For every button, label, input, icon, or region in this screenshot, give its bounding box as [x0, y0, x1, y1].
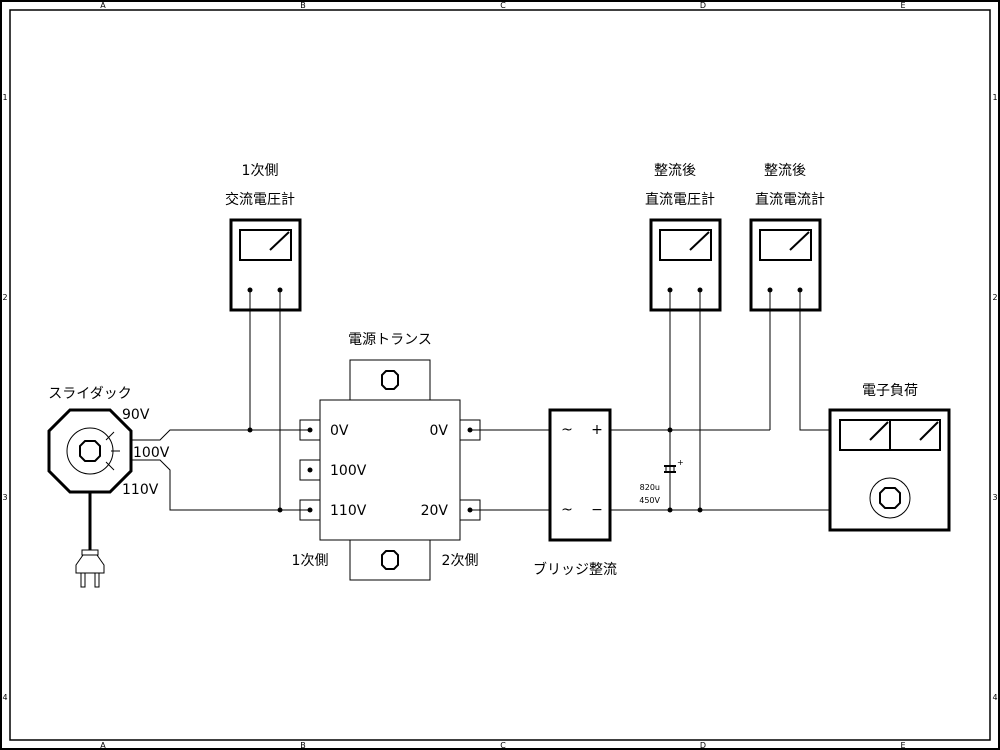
- inner-frame: [9, 9, 991, 741]
- slidac-dial-ring: [66, 427, 114, 475]
- terminal-dot: [307, 427, 313, 433]
- grid-labels-bottom: A B C D E: [100, 741, 905, 750]
- grid-col-a-bottom: A: [100, 741, 106, 750]
- bridge-ac-symbol-upper: ~: [561, 422, 573, 438]
- grid-row-4-right: 4: [992, 693, 997, 702]
- slidac-wiring: [131, 427, 310, 513]
- grid-col-b-bottom: B: [300, 741, 306, 750]
- grid-labels-left: 1 2 3 4: [2, 93, 7, 702]
- terminal-primary-110v: [299, 499, 321, 521]
- meter-lead: [799, 290, 830, 431]
- meter-display: [239, 229, 292, 261]
- primary-meter-label-2: 交流電圧計: [225, 191, 295, 208]
- meter-needle-icon: [689, 231, 710, 251]
- power-plug-icon: [75, 549, 105, 588]
- primary-ac-voltmeter: 1次側 交流電圧計: [225, 163, 302, 510]
- dc-ammeter: 整流後 直流電流計: [749, 163, 830, 431]
- grid-col-d-bottom: D: [700, 741, 706, 750]
- grid-col-a-top: A: [100, 1, 106, 10]
- slidac: スライダック 90V 100V 110V: [47, 386, 170, 588]
- meter-needle-icon: [789, 231, 810, 251]
- meter-display: [759, 229, 812, 261]
- junction-dot: [667, 507, 673, 513]
- load-dial-ring: [869, 477, 911, 519]
- bridge-rectifier: ~ ~ + − ブリッジ整流: [533, 408, 617, 578]
- grid-labels-right: 1 2 3 4: [992, 93, 997, 702]
- slidac-body: [47, 408, 133, 494]
- mount-hole-icon: [381, 370, 399, 390]
- grid-row-3-right: 3: [992, 493, 997, 502]
- load-needle-icon: [919, 421, 939, 441]
- bridge-plus-symbol: +: [591, 422, 603, 438]
- bridge-body: [548, 408, 612, 542]
- grid-row-2-right: 2: [992, 293, 997, 302]
- transformer-mount-top: [349, 359, 431, 401]
- slidac-tap-100v: 100V: [133, 445, 170, 461]
- tap-label-primary-0v: 0V: [330, 423, 349, 439]
- electronic-load-title: 電子負荷: [862, 383, 918, 399]
- wire-slidac-upper: [131, 429, 250, 441]
- terminal-dot: [307, 467, 313, 473]
- meter-display: [659, 229, 712, 261]
- capacitor-voltage: 450V: [639, 496, 660, 505]
- grid-col-b-top: B: [300, 1, 306, 10]
- junction-dot: [697, 507, 703, 513]
- bridge-minus-symbol: −: [591, 502, 603, 518]
- dc-voltmeter: 整流後 直流電圧計: [645, 163, 722, 513]
- dc-voltmeter-label-1: 整流後: [654, 163, 696, 179]
- meter-body: [649, 218, 722, 312]
- grid-col-c-bottom: C: [500, 741, 506, 750]
- bridge-ac-symbol-lower: ~: [561, 502, 573, 518]
- mount-hole-icon: [381, 550, 399, 570]
- grid-col-e-bottom: E: [900, 741, 905, 750]
- primary-side-label: 1次側: [292, 553, 329, 569]
- slidac-tap-90v: 90V: [122, 407, 150, 423]
- primary-meter-label-1: 1次側: [242, 163, 279, 179]
- smoothing-capacitor: + 820u 450V: [639, 427, 684, 513]
- slidac-knob-icon: [79, 440, 101, 462]
- terminal-primary-100v: [299, 459, 321, 481]
- grid-row-1-right: 1: [992, 93, 997, 102]
- grid-row-4-left: 4: [2, 693, 7, 702]
- transformer-mount-bottom: [349, 539, 431, 581]
- capacitor-capacitance: 820u: [640, 483, 660, 492]
- grid-row-3-left: 3: [2, 493, 7, 502]
- grid-row-1-left: 1: [2, 93, 7, 102]
- grid-labels-top: A B C D E: [100, 1, 905, 10]
- slidac-tick-90: [105, 431, 115, 441]
- load-knob-icon: [879, 487, 901, 509]
- slidac-tap-110v: 110V: [122, 482, 159, 498]
- grid-col-c-top: C: [500, 1, 506, 10]
- meter-body: [749, 218, 822, 312]
- wire-slidac-lower: [131, 459, 280, 511]
- load-needle-icon: [869, 421, 889, 441]
- dc-ammeter-label-1: 整流後: [764, 163, 806, 179]
- tap-label-secondary-0v: 0V: [430, 423, 449, 439]
- slidac-tick-110: [105, 461, 115, 471]
- tap-label-primary-110v: 110V: [330, 503, 367, 519]
- meter-body: [229, 218, 302, 312]
- meter-needle-icon: [269, 231, 290, 251]
- power-transformer: 電源トランス 0V 100V 110V 0V 20V 1次側 2次側: [292, 332, 481, 581]
- terminal-primary-0v: [299, 419, 321, 441]
- tap-label-secondary-20v: 20V: [421, 503, 449, 519]
- transformer-title: 電源トランス: [348, 332, 432, 348]
- terminal-dot: [307, 507, 313, 513]
- bridge-title: ブリッジ整流: [533, 561, 617, 578]
- dc-ammeter-label-2: 直流電流計: [755, 191, 825, 208]
- load-body: [828, 408, 951, 532]
- secondary-side-label: 2次側: [442, 553, 479, 569]
- grid-col-e-top: E: [900, 1, 905, 10]
- grid-row-2-left: 2: [2, 293, 7, 302]
- tap-label-primary-100v: 100V: [330, 463, 367, 479]
- electronic-load: 電子負荷: [828, 383, 951, 532]
- capacitor-polarity: +: [677, 458, 684, 467]
- slidac-title: スライダック: [48, 386, 131, 402]
- grid-col-d-top: D: [700, 1, 706, 10]
- dc-voltmeter-label-2: 直流電圧計: [645, 191, 715, 208]
